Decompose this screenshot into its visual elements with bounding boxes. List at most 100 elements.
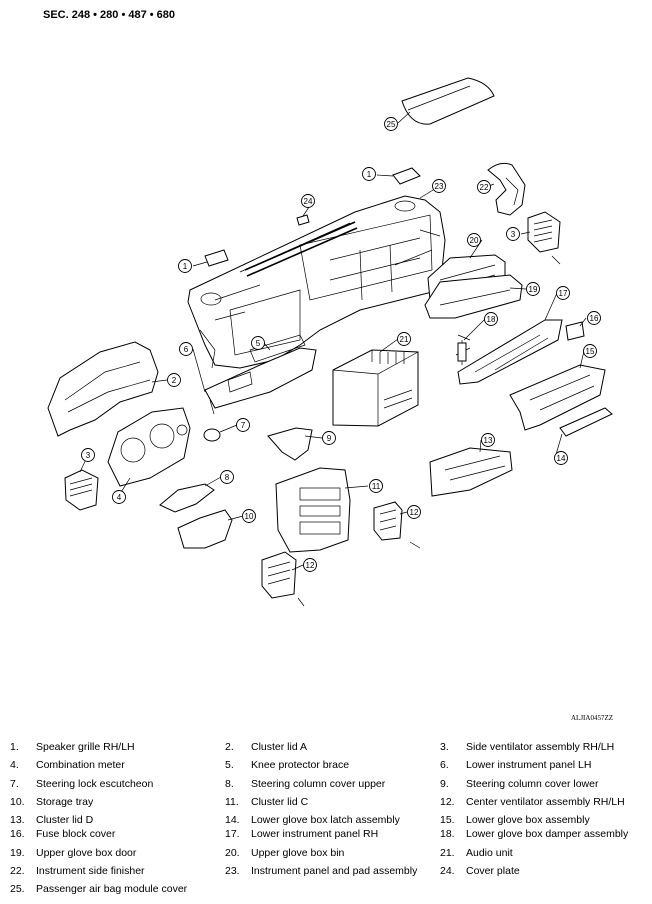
svg-text:4: 4 <box>117 493 122 502</box>
legend-number: 23. <box>225 865 240 877</box>
callout-10: 10 <box>242 509 256 523</box>
svg-text:17: 17 <box>559 289 568 298</box>
legend-number: 20. <box>225 847 240 859</box>
part-cluster-lid-a <box>47 341 159 437</box>
legend-number: 1. <box>10 741 19 753</box>
part-instrument-panel <box>187 195 446 369</box>
part-knee-protector-brace <box>249 334 306 363</box>
callout-5: 5 <box>251 336 265 350</box>
part-airbag-cover <box>401 77 495 125</box>
legend-number: 11. <box>225 796 239 808</box>
callout-12a: 12 <box>407 505 421 519</box>
part-latch-assembly <box>559 407 613 437</box>
callout-17: 17 <box>556 286 570 300</box>
callout-12b: 12 <box>303 558 317 572</box>
svg-text:12: 12 <box>410 508 419 517</box>
legend-number: 3. <box>440 741 449 753</box>
legend-number: 18. <box>440 828 455 840</box>
legend-number: 24. <box>440 865 455 877</box>
svg-text:14: 14 <box>557 454 566 463</box>
section-reference: SEC. 248 • 280 • 487 • 680 <box>43 9 176 21</box>
legend-label: Upper glove box door <box>36 847 137 859</box>
callout-18: 18 <box>484 312 498 326</box>
legend-number: 2. <box>225 741 234 753</box>
legend-row: 7.Steering lock escutcheon 8.Steering co… <box>0 778 652 796</box>
svg-text:8: 8 <box>225 473 230 482</box>
callout-23: 23 <box>432 179 446 193</box>
svg-text:3: 3 <box>86 451 91 460</box>
part-speaker-grille-lh <box>204 249 229 267</box>
legend-label: Lower glove box assembly <box>466 814 590 826</box>
callout-6: 6 <box>179 342 193 356</box>
callout-8: 8 <box>220 470 234 484</box>
legend-label: Audio unit <box>466 847 513 859</box>
legend-label: Combination meter <box>36 759 125 771</box>
legend-label: Knee protector brace <box>251 759 350 771</box>
legend-row: 19.Upper glove box door 20.Upper glove b… <box>0 847 652 865</box>
legend-number: 25. <box>10 883 25 895</box>
svg-text:9: 9 <box>327 434 332 443</box>
svg-text:6: 6 <box>184 345 189 354</box>
part-side-finisher <box>487 162 526 216</box>
legend-label: Lower instrument panel RH <box>251 828 379 840</box>
callout-13: 13 <box>481 433 495 447</box>
legend-row: 22.Instrument side finisher 23.Instrumen… <box>0 865 652 883</box>
callout-22: 22 <box>477 180 491 194</box>
legend-label: Cluster lid C <box>251 796 309 808</box>
svg-text:22: 22 <box>480 183 489 192</box>
svg-text:2: 2 <box>172 376 177 385</box>
legend-label: Instrument side finisher <box>36 865 145 877</box>
legend-number: 21. <box>440 847 455 859</box>
svg-text:18: 18 <box>487 315 496 324</box>
legend-label: Instrument panel and pad assembly <box>251 865 418 877</box>
legend-row: 1.Speaker grille RH/LH 2.Cluster lid A 3… <box>0 741 652 759</box>
part-side-ventilator-lh <box>64 469 99 511</box>
callout-1b: 1 <box>178 259 192 273</box>
callouts: 25 1 23 22 24 3 1 20 19 17 16 18 15 21 6… <box>81 117 601 572</box>
legend-label: Side ventilator assembly RH/LH <box>466 741 615 753</box>
legend-label: Lower instrument panel LH <box>466 759 592 771</box>
part-fuse-block-cover <box>565 321 585 341</box>
legend-label: Lower glove box damper assembly <box>466 828 629 840</box>
callout-9: 9 <box>322 431 336 445</box>
svg-text:10: 10 <box>245 512 254 521</box>
legend-label: Lower glove box latch assembly <box>251 814 400 826</box>
part-lower-instrument-panel-rh <box>457 319 563 385</box>
svg-text:1: 1 <box>183 262 188 271</box>
callout-1a: 1 <box>362 167 376 181</box>
part-storage-tray <box>177 509 233 549</box>
part-upper-glove-box-door <box>424 274 523 319</box>
part-cluster-lid-c <box>275 467 351 553</box>
part-combination-meter <box>107 407 191 487</box>
callout-3a: 3 <box>506 227 520 241</box>
legend-number: 13. <box>10 814 25 826</box>
legend-number: 10. <box>10 796 25 808</box>
legend-number: 16. <box>10 828 25 840</box>
svg-text:24: 24 <box>304 197 313 206</box>
part-speaker-grille-rh <box>392 167 421 185</box>
legend-row: 25.Passenger air bag module cover <box>0 883 652 901</box>
callout-4: 4 <box>112 490 126 504</box>
svg-text:11: 11 <box>372 482 381 491</box>
legend-label: Fuse block cover <box>36 828 116 840</box>
part-steering-lock-escutcheon <box>203 428 221 442</box>
legend-row: 10.Storage tray 11.Cluster lid C 12.Cent… <box>0 796 652 814</box>
legend-label: Steering column cover upper <box>251 778 386 790</box>
svg-text:7: 7 <box>241 421 246 430</box>
callout-25: 25 <box>384 117 398 131</box>
legend-number: 6. <box>440 759 449 771</box>
exploded-parts-diagram: 25 1 23 22 24 3 1 20 19 17 16 18 15 21 6… <box>47 77 613 607</box>
svg-text:25: 25 <box>387 120 396 129</box>
svg-text:15: 15 <box>586 347 595 356</box>
svg-text:5: 5 <box>256 339 261 348</box>
legend-number: 19. <box>10 847 25 859</box>
legend-label: Speaker grille RH/LH <box>36 741 135 753</box>
svg-text:12: 12 <box>306 561 315 570</box>
legend-number: 12. <box>440 796 455 808</box>
part-side-ventilator-rh <box>527 211 561 265</box>
legend-number: 14. <box>225 814 240 826</box>
legend-label: Steering column cover lower <box>466 778 599 790</box>
part-audio-unit <box>332 349 419 427</box>
legend-number: 8. <box>225 778 234 790</box>
legend-number: 9. <box>440 778 449 790</box>
